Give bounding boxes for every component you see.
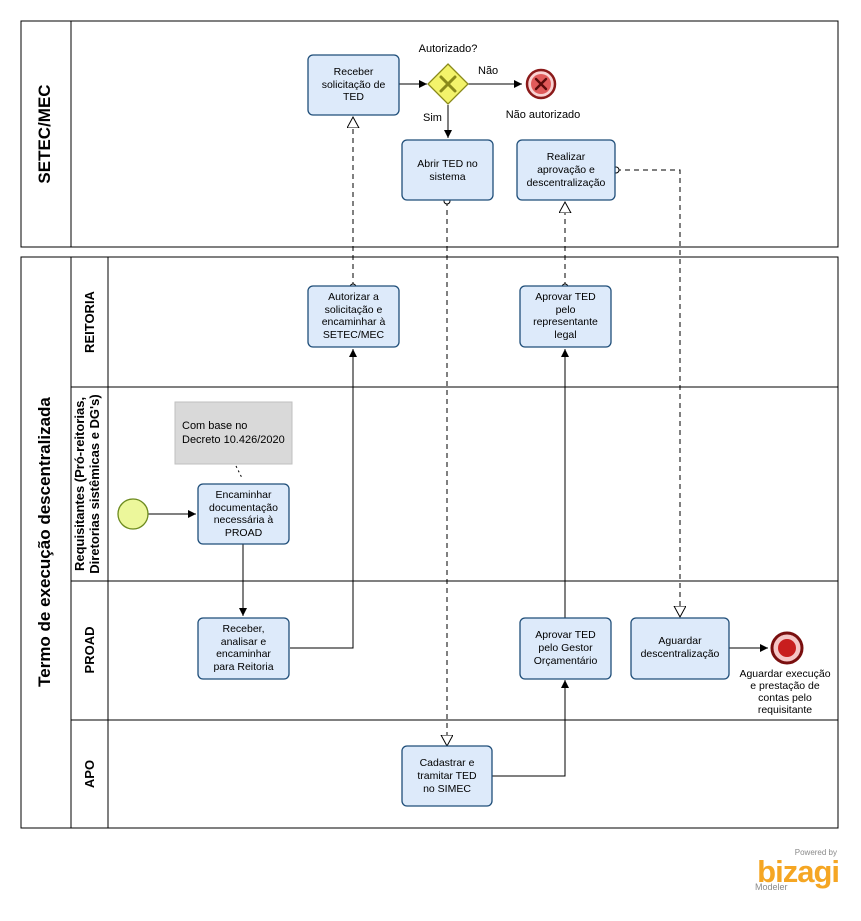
task-aprovar-rep-line-3: representante	[533, 316, 598, 328]
pool-setec-label: SETEC/MEC	[35, 84, 54, 183]
message-flows	[353, 117, 680, 746]
task-aguardar-descentralizacao[interactable]: Aguardar descentralização	[630, 617, 730, 680]
task-aguardar-line-2: descentralização	[641, 648, 720, 660]
lane-apo-label: APO	[82, 760, 97, 788]
powered-by-label: Powered by	[794, 848, 837, 857]
lane-proad-label: PROAD	[82, 627, 97, 674]
start-event[interactable]	[117, 498, 149, 530]
task-autorizar-line-1: Autorizar a	[328, 291, 379, 303]
task-receber-proad-line-1: Receber,	[222, 623, 264, 635]
modeler-label: Modeler	[755, 882, 788, 892]
task-abrir-ted[interactable]: Abrir TED no sistema	[401, 139, 494, 201]
task-cadastrar-tramitar[interactable]: Cadastrar e tramitar TED no SIMEC	[401, 745, 493, 807]
lane-requisitantes-label-2: Diretorias sistêmicas e DG's)	[87, 394, 102, 573]
gateway-yes-label: Sim	[423, 112, 442, 124]
end-event-line-1: Aguardar execução	[739, 668, 830, 680]
task-aprovar-gestor-line-3: Orçamentário	[534, 655, 598, 667]
task-cadastrar-line-1: Cadastrar e	[420, 757, 475, 769]
annotation-line-2: Decreto 10.426/2020	[182, 434, 285, 446]
task-abrir-line-2: sistema	[429, 171, 465, 183]
task-aprovar-gestor-line-1: Aprovar TED	[535, 629, 596, 641]
task-receber-proad-line-3: encaminhar	[216, 648, 271, 660]
task-aprovar-rep-line-1: Aprovar TED	[535, 291, 596, 303]
end-event-line-4: requisitante	[758, 704, 812, 716]
task-aguardar-line-1: Aguardar	[658, 635, 702, 647]
sequence-flows	[148, 80, 768, 777]
gateway-question-label: Autorizado?	[419, 43, 478, 55]
task-aprovar-gestor-line-2: pelo Gestor	[538, 642, 593, 654]
end-event[interactable]	[770, 631, 804, 665]
task-aprovar-rep-line-2: pelo	[556, 304, 576, 316]
end-event-line-3: contas pelo	[758, 692, 812, 704]
task-encaminhar-line-2: documentação	[209, 502, 278, 514]
task-autorizar-line-4: SETEC/MEC	[323, 329, 385, 341]
task-encaminhar-line-1: Encaminhar	[215, 489, 272, 501]
task-receber-line-1: Receber	[334, 66, 374, 78]
error-end-label: Não autorizado	[506, 109, 581, 121]
task-realizar-line-1: Realizar	[547, 151, 586, 163]
task-realizar-line-3: descentralização	[527, 177, 606, 189]
task-receber-solicitacao[interactable]: Receber solicitação de TED	[307, 54, 400, 116]
task-receber-proad-line-4: para Reitoria	[213, 661, 273, 673]
pool-setec: SETEC/MEC	[20, 20, 839, 248]
task-realizar-line-2: aprovação e	[537, 164, 595, 176]
gateway-no-label: Não	[478, 65, 498, 77]
task-cadastrar-line-2: tramitar TED	[417, 770, 477, 782]
end-event-line-2: e prestação de	[750, 680, 820, 692]
task-receber-line-2: solicitação de	[322, 79, 386, 91]
task-receber-proad-line-2: analisar e	[221, 636, 267, 648]
task-aprovar-representante[interactable]: Aprovar TED pelo representante legal	[519, 285, 612, 348]
task-realizar-aprovacao[interactable]: Realizar aprovação e descentralização	[516, 139, 616, 201]
task-cadastrar-line-3: no SIMEC	[423, 783, 471, 795]
task-encaminhar-documentacao[interactable]: Encaminhar documentação necessária à PRO…	[197, 483, 290, 545]
gateway-autorizado[interactable]	[427, 63, 469, 105]
task-autorizar-solicitacao[interactable]: Autorizar a solicitação e encaminhar à S…	[307, 285, 400, 348]
annotation-line-1: Com base no	[182, 420, 247, 432]
lane-requisitantes-label-1: Requisitantes (Pró-reitorias,	[72, 397, 87, 571]
lane-reitoria-label: REITORIA	[82, 290, 97, 352]
annotation-decreto: Com base no Decreto 10.426/2020	[174, 401, 293, 465]
task-encaminhar-line-4: PROAD	[225, 527, 263, 539]
error-end-event[interactable]	[525, 68, 557, 100]
task-receber-analisar[interactable]: Receber, analisar e encaminhar para Reit…	[197, 617, 290, 680]
bizagi-wordmark: bizagi	[757, 854, 840, 889]
task-aprovar-gestor[interactable]: Aprovar TED pelo Gestor Orçamentário	[519, 617, 612, 680]
bizagi-logo: Powered by bizagi Modeler	[749, 848, 840, 893]
task-autorizar-line-2: solicitação e	[325, 304, 383, 316]
task-abrir-line-1: Abrir TED no	[417, 158, 478, 170]
pool-termo-label: Termo de execução descentralizada	[35, 397, 54, 687]
task-receber-line-3: TED	[343, 91, 364, 103]
task-autorizar-line-3: encaminhar à	[322, 316, 386, 328]
pool-termo: Termo de execução descentralizada	[20, 256, 839, 829]
task-encaminhar-line-3: necessária à	[214, 514, 274, 526]
task-aprovar-rep-line-4: legal	[554, 329, 576, 341]
